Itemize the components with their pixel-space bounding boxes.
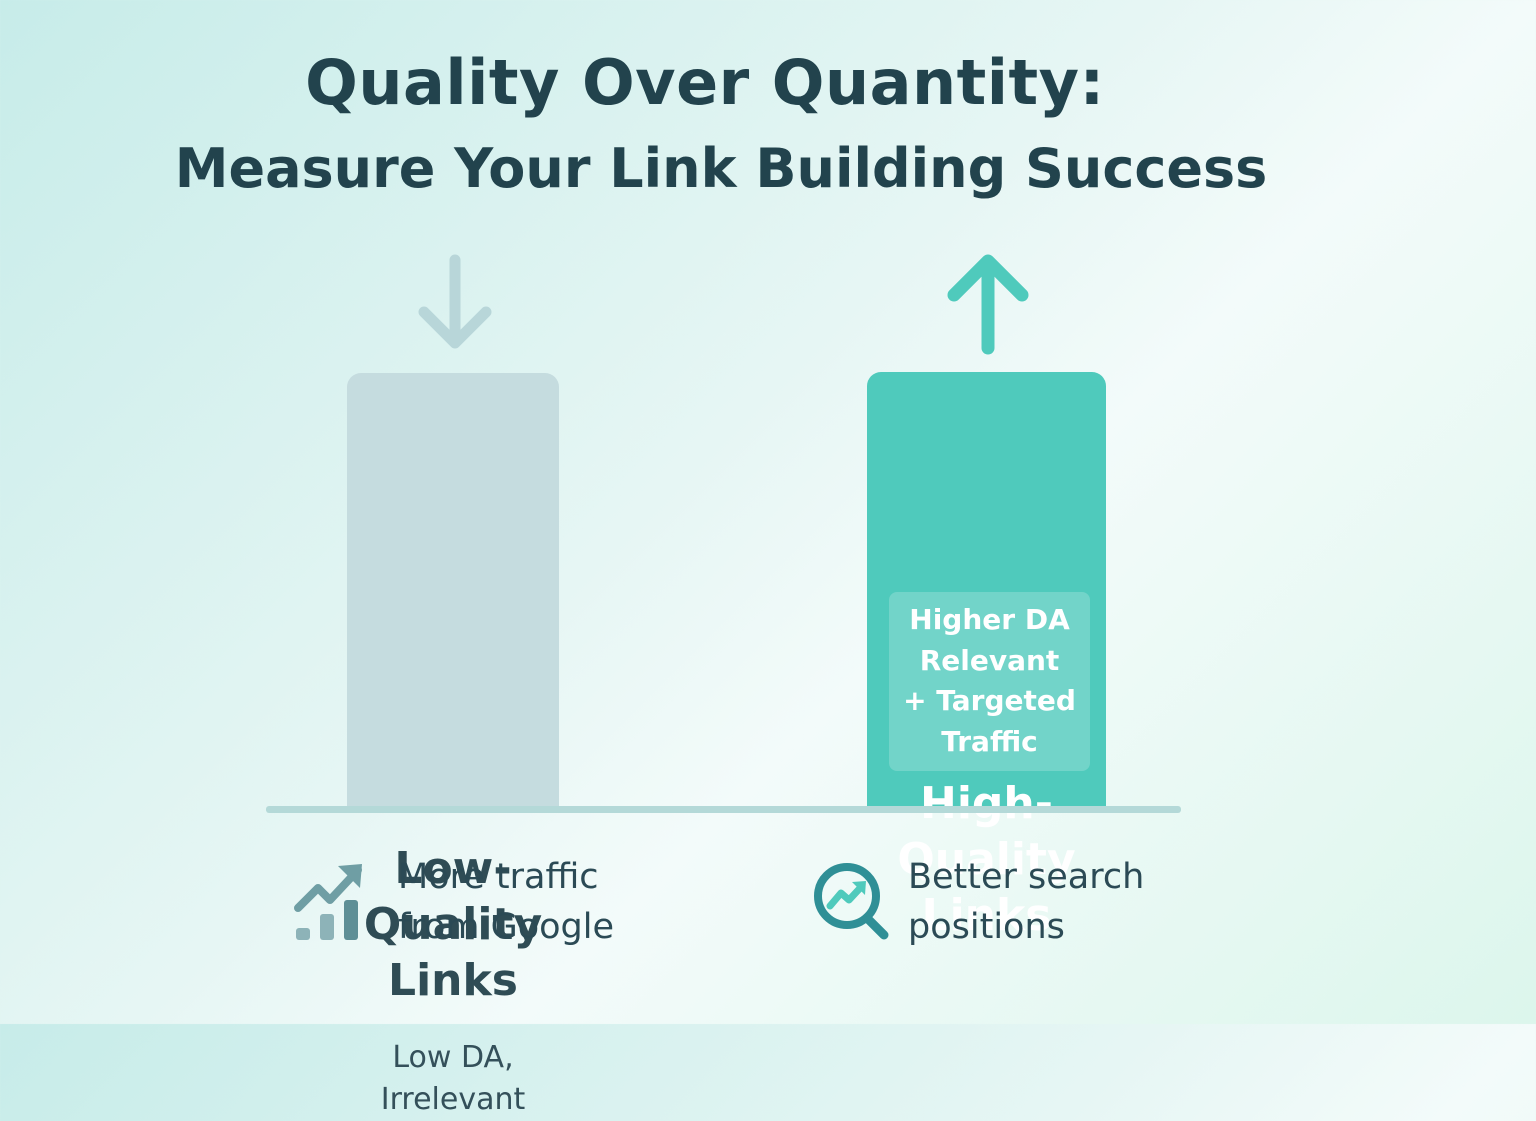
growth-chart-icon: [294, 864, 362, 940]
benefit-line: positions: [908, 907, 1065, 947]
benefit-line: Better search: [908, 857, 1145, 897]
benefit-line: More traffic: [398, 857, 599, 897]
low-quality-detail: Low DA, Irrelevant: [347, 1037, 559, 1121]
baseline-divider: [266, 806, 1181, 813]
benefit-line: from Google: [398, 907, 614, 947]
high-quality-bar: High- Quality Links Higher DA Relevant +…: [867, 372, 1106, 941]
high-label-line: Links: [921, 890, 1052, 941]
high-detail-line: + Targeted: [903, 684, 1076, 717]
low-detail-line: Irrelevant: [380, 1082, 526, 1117]
high-label-line: Quality: [897, 834, 1076, 885]
low-label-line: Quality: [363, 899, 543, 950]
low-label-line: Links: [388, 955, 518, 1006]
low-quality-bar: Low- Quality Links Low DA, Irrelevant: [347, 373, 559, 1117]
search-trend-icon: [814, 863, 889, 940]
high-quality-detail: Higher DA Relevant + Targeted Traffic: [889, 600, 1090, 762]
high-quality-detail-box: Higher DA Relevant + Targeted Traffic: [889, 592, 1090, 771]
high-detail-line: Traffic: [941, 724, 1038, 758]
high-detail-line: Higher DA: [909, 603, 1070, 636]
arrow-down-icon: [418, 254, 492, 349]
arrow-up-icon: [947, 254, 1029, 355]
high-label-line: High-: [920, 778, 1053, 829]
low-quality-label: Low- Quality Links: [347, 841, 559, 1009]
page-subtitle: Measure Your Link Building Success: [174, 137, 1268, 200]
low-label-line: Low-: [394, 843, 512, 894]
page-title: Quality Over Quantity:: [305, 46, 1105, 119]
low-detail-line: Low DA,: [392, 1040, 514, 1075]
benefit-positions: Better search positions: [908, 852, 1168, 952]
high-quality-label: High- Quality Links: [867, 776, 1106, 944]
benefit-traffic: More traffic from Google: [398, 852, 658, 952]
high-detail-line: Relevant: [919, 643, 1060, 677]
